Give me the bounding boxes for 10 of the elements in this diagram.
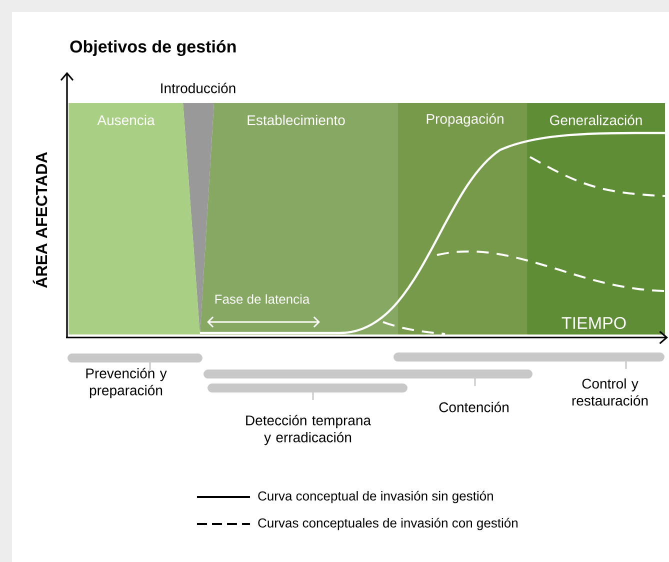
management-bar: Prevención y preparación xyxy=(68,354,202,398)
title: Objetivos de gestión xyxy=(70,40,236,56)
axis-label: ÁREA AFECTADA xyxy=(32,152,48,288)
phase-band: Propagación xyxy=(398,103,527,334)
latency-label: Fase de latencia xyxy=(215,294,310,304)
axis-label: TIEMPO xyxy=(562,316,626,330)
node-label: Introducción xyxy=(161,82,236,94)
phase-band: Ausencia xyxy=(68,103,200,334)
legend-label: Curva conceptual de invasión sin gestión xyxy=(258,490,493,504)
legend-label: Curvas conceptuales de invasión con gestión xyxy=(258,518,518,530)
